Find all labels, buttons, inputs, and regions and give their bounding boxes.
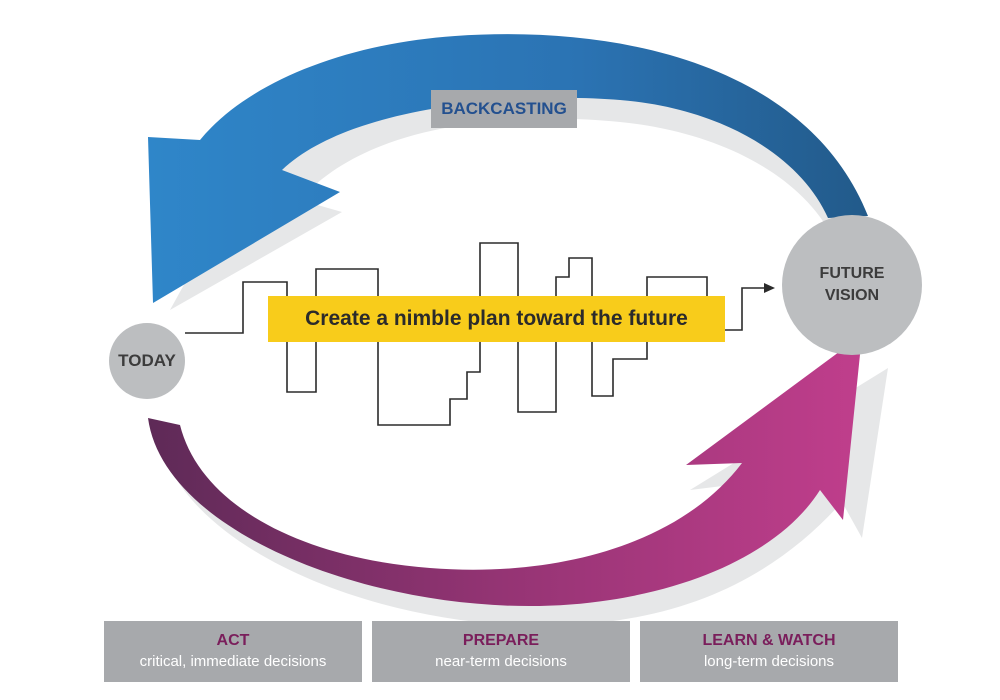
today-label: TODAY [118, 351, 176, 370]
today-node: TODAY [109, 323, 185, 399]
phase-learn-watch-title: LEARN & WATCH [702, 632, 836, 649]
phase-act-box: ACT critical, immediate decisions [104, 621, 362, 682]
backcasting-arrow [148, 34, 868, 303]
future-vision-label: FUTURE VISION [819, 265, 885, 304]
plan-path-arrowhead [764, 283, 775, 293]
phase-learn-watch-box: LEARN & WATCH long-term decisions [640, 621, 898, 682]
phase-learn-watch-subtitle: long-term decisions [703, 653, 835, 670]
backcasting-label: BACKCASTING [431, 90, 577, 128]
future-vision-node: FUTURE VISION [782, 215, 922, 355]
phase-act-subtitle: critical, immediate decisions [139, 653, 327, 670]
phase-prepare-title: PREPARE [462, 632, 540, 649]
phase-act-title: ACT [216, 632, 250, 649]
plan-banner: Create a nimble plan toward the future [268, 296, 725, 342]
forward-arrow [148, 335, 862, 607]
phase-prepare-subtitle: near-term decisions [435, 653, 567, 670]
phase-prepare-box: PREPARE near-term decisions [372, 621, 630, 682]
